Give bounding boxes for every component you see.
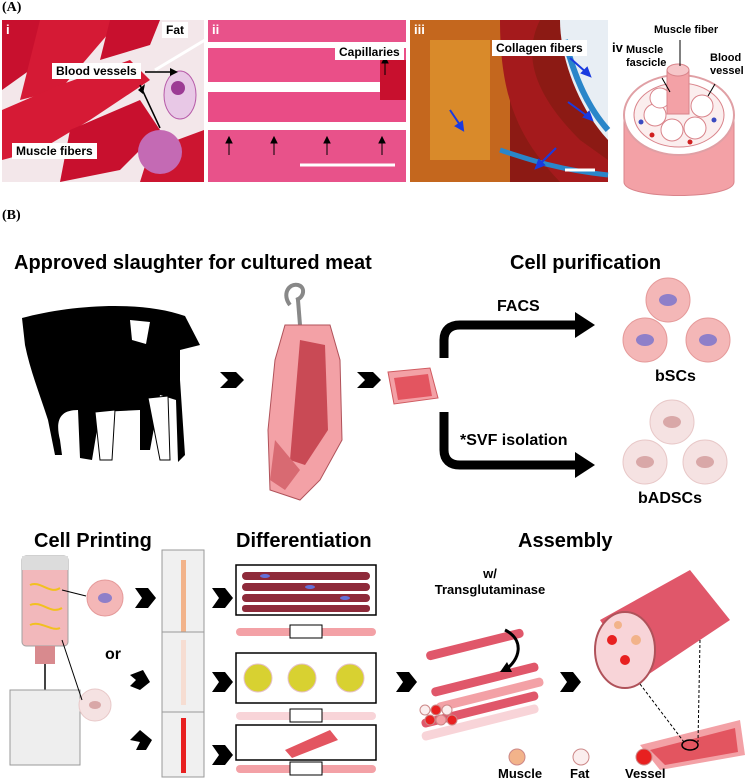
meat-piece [387,367,439,405]
differentiation-muscle [235,564,377,639]
label-muscle-fascicle: Muscle fascicle [626,44,667,69]
printed-well-vessel [161,711,205,778]
legend-fat-label: Fat [570,766,590,781]
legend-vessel-dot [635,748,653,766]
label-muscle-fiber: Muscle fiber [654,24,719,36]
carcass-illustration [267,282,343,501]
differentiation-title: Differentiation [236,530,372,552]
fiber-bundle-stack [419,628,544,741]
differentiation-fat [235,652,377,723]
panel-b-label: (B) [2,208,21,223]
or-label: or [105,646,121,663]
histology-image-i [2,20,206,182]
process-arrow-2 [357,372,381,388]
label-muscle-fibers: Muscle fibers [12,143,97,159]
printing-well [9,689,81,766]
printed-well-fat [161,631,205,713]
transglutaminase-label: w/ Transglutaminase [434,566,546,597]
legend-muscle-label: Muscle [498,766,543,781]
assembled-meat-cylinder [594,570,745,770]
label-capillaries: Capillaries [335,44,404,60]
label-blood-vessel: Blood vessel [710,52,744,77]
label-fat: Fat [162,22,188,38]
purification-title: Cell purification [510,252,662,274]
svf-label: *SVF isolation [460,432,568,449]
label-collagen-fibers: Collagen fibers [492,40,587,56]
bscs-label: bSCs [655,368,696,385]
bsc-cells [622,277,731,363]
muscle-structure-schematic [623,40,735,196]
facs-label: FACS [497,298,540,315]
assembly-title: Assembly [518,530,613,552]
collagen-arrows [449,57,594,170]
capillary-arrows [225,55,389,155]
subpanel-ii-label: ii [212,22,220,37]
printed-well-muscle [161,549,205,646]
panel-a-label: (A) [2,0,22,15]
legend-vessel-label: Vessel [625,766,666,781]
svf-arrow [439,412,580,470]
label-blood-vessels: Blood vessels [52,63,141,79]
process-arrow-1 [220,372,244,388]
legend-muscle-dot [508,748,526,766]
subpanel-iv-label: iv [612,40,623,55]
printing-title: Cell Printing [34,530,152,552]
subpanel-i-label: i [6,22,10,37]
slaughter-title: Approved slaughter for cultured meat [14,252,372,274]
subpanel-iii-label: iii [414,22,425,37]
legend-fat-dot [572,748,590,766]
differentiation-vessel [235,724,377,776]
cow-illustration [22,305,200,462]
badscs-label: bADSCs [638,490,703,507]
facs-arrow [439,320,580,358]
badsc-cells [622,399,728,485]
